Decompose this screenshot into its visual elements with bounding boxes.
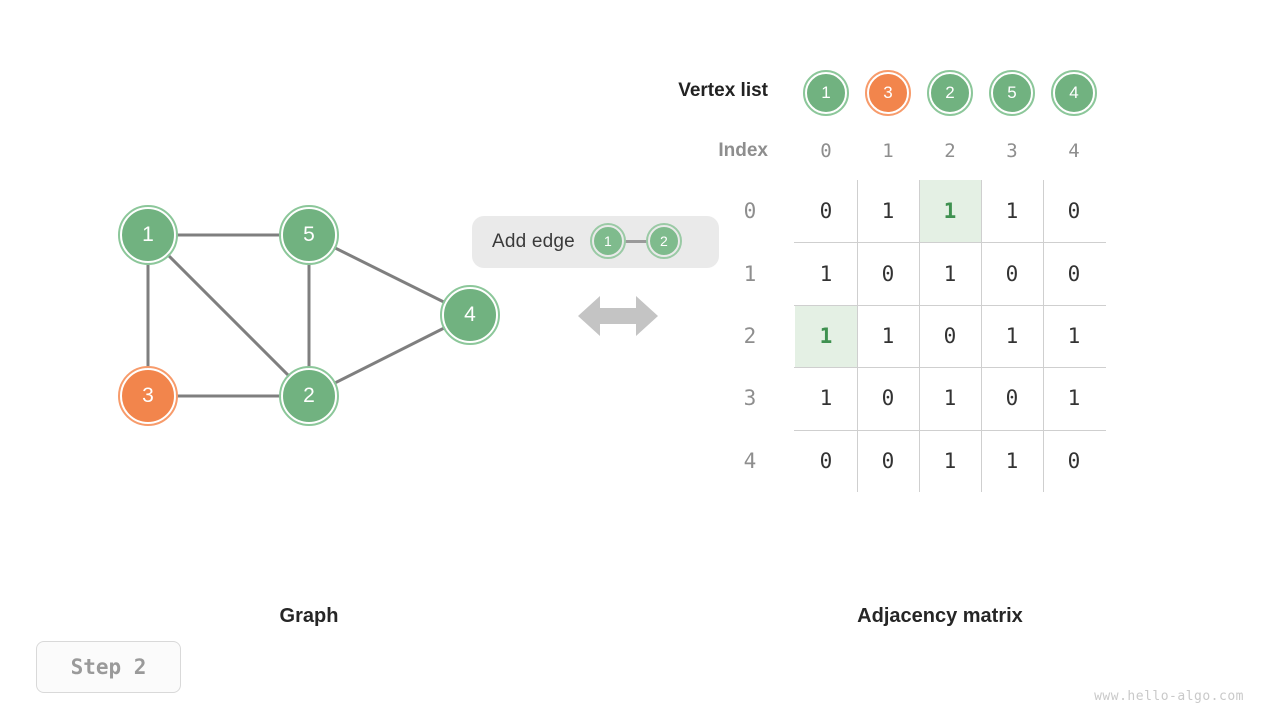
matrix-cell-0-3[interactable]: 1: [1005, 199, 1019, 224]
matrix-grid-hline: [794, 304, 1106, 306]
matrix-row-label-1: 1: [743, 261, 757, 286]
matrix-cell-0-2[interactable]: 1: [919, 180, 981, 243]
matrix-cell-2-0[interactable]: 1: [795, 304, 857, 368]
matrix-row-label-3: 3: [743, 386, 757, 411]
matrix-cell-4-1[interactable]: 0: [881, 448, 895, 473]
matrix-grid-hline: [794, 242, 1106, 244]
matrix-cell-3-1[interactable]: 0: [881, 386, 895, 411]
matrix-row: 1 1 0 1 0 0: [744, 242, 1105, 304]
caption-graph: Graph: [279, 605, 339, 627]
watermark: www.hello-algo.com: [1094, 689, 1244, 704]
vertex-list-item-3[interactable]: 5: [989, 70, 1035, 116]
vertex-list-label: Vertex list: [678, 80, 768, 101]
matrix-row-label-4: 4: [743, 448, 757, 473]
bidirectional-arrow-icon: [578, 296, 658, 336]
vertex-list-item-1[interactable]: 3: [865, 70, 911, 116]
matrix-row: 4 0 0 1 1 0: [744, 430, 1105, 492]
matrix-cell-1-3[interactable]: 0: [1005, 261, 1019, 286]
matrix-cell-1-1[interactable]: 0: [881, 261, 895, 286]
index-cell-2: 2: [944, 140, 956, 162]
add-edge-label: Add edge: [492, 231, 575, 252]
matrix-cell-0-4[interactable]: 0: [1067, 199, 1081, 224]
vertex-list-item-2[interactable]: 2: [927, 70, 973, 116]
mini-edge-line: [624, 240, 647, 243]
matrix-grid-vline: [1043, 180, 1044, 492]
index-cell-1: 1: [882, 140, 894, 162]
matrix-cell-2-2[interactable]: 0: [943, 323, 957, 348]
index-label: Index: [718, 140, 768, 161]
vertex-list-item-4[interactable]: 4: [1051, 70, 1097, 116]
index-cell-0: 0: [820, 140, 832, 162]
mini-node-to: 2: [645, 223, 682, 259]
matrix-grid-vline: [981, 180, 982, 492]
matrix-cell-4-3[interactable]: 1: [1005, 448, 1019, 473]
graph-node-3[interactable]: 3: [118, 366, 178, 426]
graph-panel: 1 5 4 3 2: [0, 0, 560, 560]
matrix-cell-2-4[interactable]: 1: [1067, 323, 1081, 348]
matrix-cell-3-0[interactable]: 1: [819, 386, 833, 411]
matrix-cell-4-4[interactable]: 0: [1067, 448, 1081, 473]
step-indicator: Step 2: [36, 641, 181, 693]
vertex-list-item-0[interactable]: 1: [803, 70, 849, 116]
matrix-cell-3-2[interactable]: 1: [943, 386, 957, 411]
graph-edge: [308, 233, 471, 317]
matrix-grid-vline: [919, 180, 920, 492]
graph-node-5[interactable]: 5: [279, 205, 339, 265]
matrix-cell-0-1[interactable]: 1: [881, 199, 895, 224]
add-edge-operation-pill[interactable]: Add edge 1 2: [472, 216, 719, 268]
matrix-cell-1-4[interactable]: 0: [1067, 261, 1081, 286]
graph-node-4[interactable]: 4: [440, 285, 500, 345]
matrix-cell-4-2[interactable]: 1: [943, 448, 957, 473]
matrix-grid-hline: [794, 429, 1106, 431]
graph-edges: [146, 233, 471, 398]
index-cell-3: 3: [1006, 140, 1018, 162]
matrix-cell-2-1[interactable]: 1: [881, 323, 895, 348]
matrix-grid-vline: [857, 180, 858, 492]
matrix-row: 3 1 0 1 0 1: [744, 367, 1105, 429]
matrix-row-label-2: 2: [743, 323, 757, 348]
matrix-grid-hline: [794, 367, 1106, 369]
graph-node-1[interactable]: 1: [118, 205, 178, 265]
caption-adjacency-matrix: Adjacency matrix: [857, 605, 1023, 627]
add-edge-mini-graph: 1 2: [589, 223, 684, 259]
mini-node-from: 1: [589, 223, 626, 259]
matrix-cell-1-2[interactable]: 1: [943, 261, 957, 286]
matrix-cell-3-4[interactable]: 1: [1067, 386, 1081, 411]
matrix-cell-2-3[interactable]: 1: [1005, 323, 1019, 348]
graph-node-2[interactable]: 2: [279, 366, 339, 426]
matrix-cell-0-0[interactable]: 0: [819, 199, 833, 224]
matrix-cell-1-0[interactable]: 1: [819, 261, 833, 286]
matrix-row-label-0: 0: [743, 199, 757, 224]
matrix-cell-4-0[interactable]: 0: [819, 448, 833, 473]
index-cell-4: 4: [1068, 140, 1080, 162]
graph-edge: [308, 313, 471, 398]
matrix-cell-3-3[interactable]: 0: [1005, 386, 1019, 411]
graph-edge: [146, 233, 311, 398]
